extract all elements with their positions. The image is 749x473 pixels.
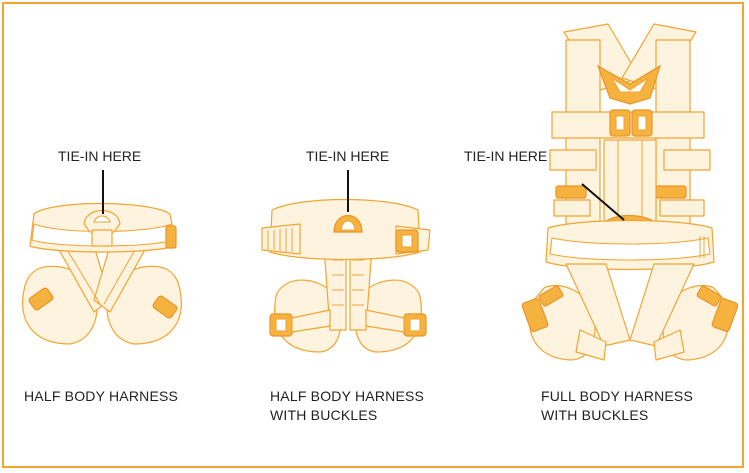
harness-name-half-body-buckles: HALF BODY HARNESS WITH BUCKLES <box>270 387 424 425</box>
harness-name-half-body: HALF BODY HARNESS <box>24 387 178 406</box>
tie-in-label-full-body-buckles: TIE-IN HERE <box>464 148 547 164</box>
harness-name-full-body-buckles: FULL BODY HARNESS WITH BUCKLES <box>541 387 693 425</box>
tie-in-label-half-body-buckles: TIE-IN HERE <box>306 148 389 164</box>
half-body-harness-with-buckles-icon <box>262 170 430 352</box>
full-body-harness-with-buckles-icon <box>521 24 738 360</box>
tie-in-label-half-body: TIE-IN HERE <box>58 148 141 164</box>
half-body-harness-icon <box>23 170 182 344</box>
